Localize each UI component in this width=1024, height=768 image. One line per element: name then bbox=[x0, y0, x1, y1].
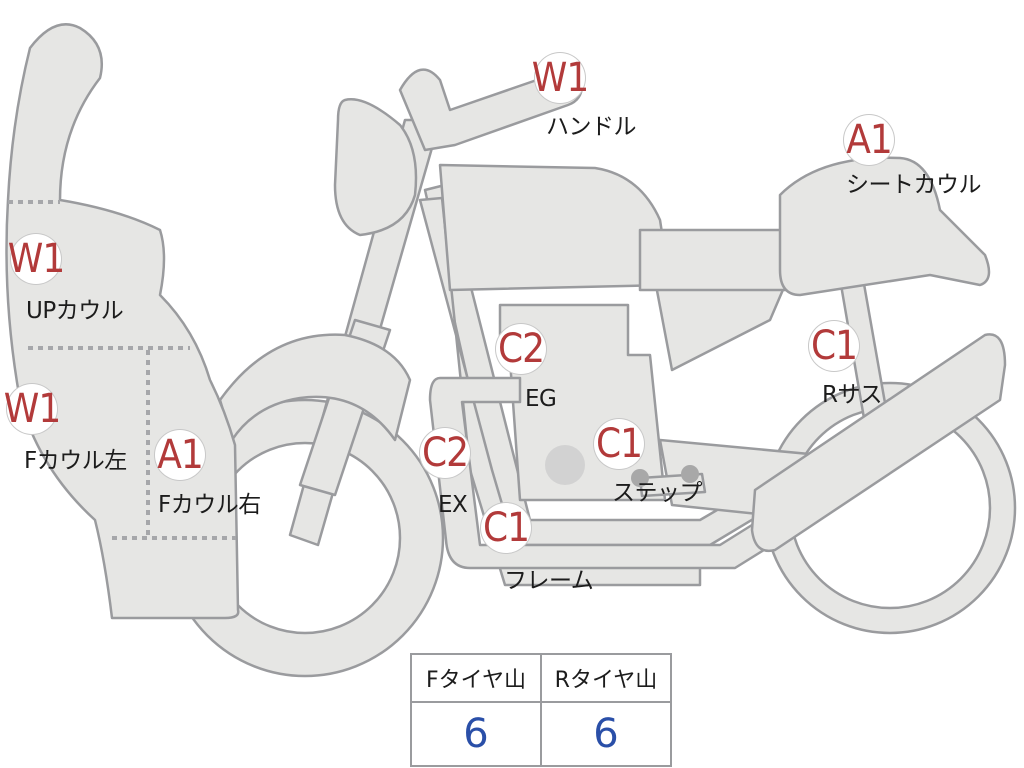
step-grade-badge: C1 bbox=[594, 419, 644, 469]
up-cowl-label: UPカウル bbox=[26, 298, 124, 324]
handle-label: ハンドル bbox=[546, 114, 637, 140]
tire-tread-table: Fタイヤ山 Rタイヤ山 6 6 bbox=[410, 653, 672, 767]
seat-rail-shape bbox=[653, 278, 787, 372]
exhaust-label: EX bbox=[438, 492, 468, 518]
rear-tire-value: 6 bbox=[540, 701, 672, 767]
seat-cowl-shape bbox=[778, 156, 991, 297]
f-cowl-left-label: Fカウル左 bbox=[24, 448, 127, 474]
handle-grade-badge: W1 bbox=[531, 53, 589, 103]
rear-suspension-grade-badge: C1 bbox=[809, 321, 859, 371]
f-cowl-right-label: Fカウル右 bbox=[158, 492, 261, 518]
seat-cowl-label: シートカウル bbox=[846, 172, 982, 198]
exhaust-shape bbox=[428, 376, 782, 570]
seat-cowl-grade-badge: A1 bbox=[844, 115, 894, 165]
fuel-tank-shape bbox=[438, 163, 672, 292]
exhaust-grade-badge: C2 bbox=[420, 428, 470, 478]
headlight-shape bbox=[333, 98, 418, 237]
front-fender-shape bbox=[218, 333, 412, 442]
seat-shape bbox=[638, 228, 802, 292]
rear-suspension-label: Rサス bbox=[822, 382, 883, 408]
front-tire-value: 6 bbox=[410, 701, 542, 767]
engine-grade-badge: C2 bbox=[496, 324, 546, 374]
f-cowl-right-grade-badge: A1 bbox=[155, 430, 205, 480]
rear-arm-shape bbox=[750, 333, 1007, 553]
step-label: ステップ bbox=[612, 480, 703, 506]
frame-grade-badge: C1 bbox=[481, 503, 531, 553]
up-cowl-grade-badge: W1 bbox=[7, 234, 65, 284]
rear-tire-header: Rタイヤ山 bbox=[540, 653, 672, 703]
frame-label: フレーム bbox=[504, 568, 594, 594]
front-tire-header: Fタイヤ山 bbox=[410, 653, 542, 703]
engine-label: EG bbox=[525, 386, 557, 412]
f-cowl-left-grade-badge: W1 bbox=[3, 384, 61, 434]
